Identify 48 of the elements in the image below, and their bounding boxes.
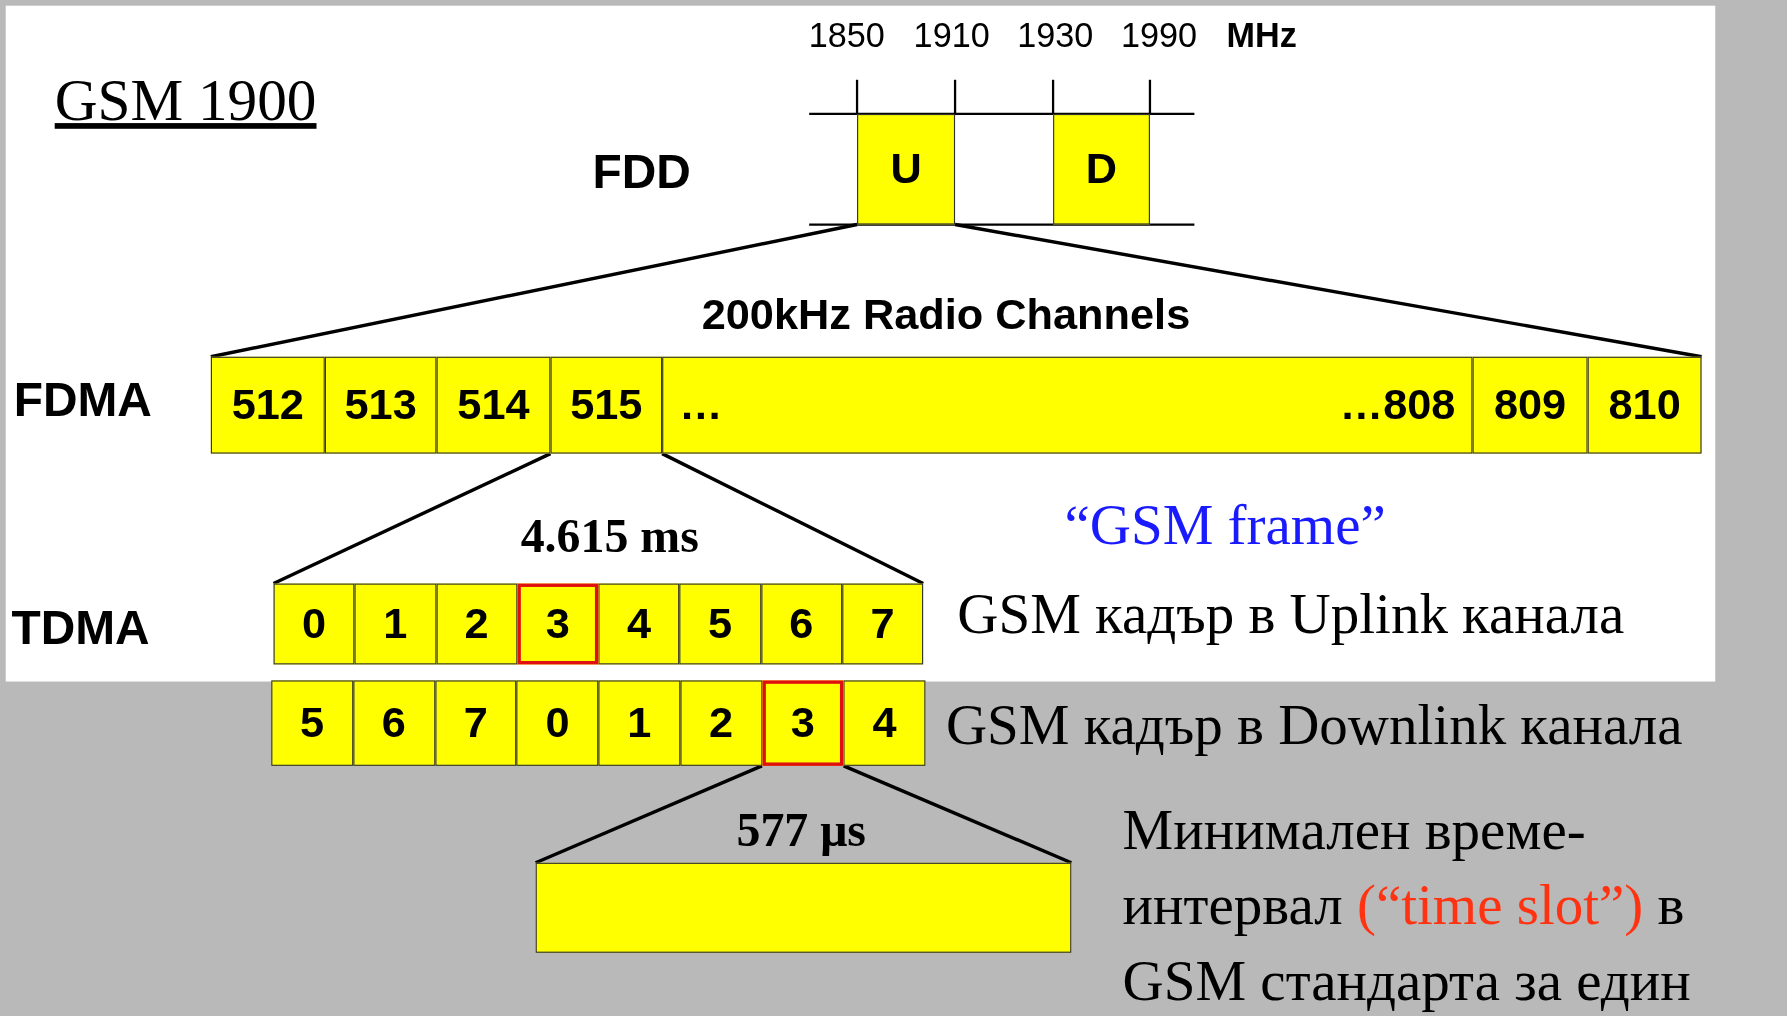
channel-cell: 513 [324,356,437,454]
channel-cell: 514 [436,356,551,454]
channel-cell: 515 [550,356,663,454]
channel-cell: 5 [679,583,761,665]
channel-cell: 4 [843,680,926,766]
channel-cell: 5 [271,680,353,766]
frequency-label: 1990 [1121,15,1198,54]
band-block: U [857,113,956,225]
highlighted-slot-cell: 3 [761,680,844,766]
channel-cell: 7 [434,680,517,766]
row-label: FDMA [13,373,152,427]
highlighted-slot-cell: 3 [517,583,599,665]
frequency-label: 1850 [808,15,885,54]
uplink-caption: GSM кадър в Uplink канала [957,582,1625,646]
channel-cell: 512 [210,356,325,454]
channel-cell: 809 [1472,356,1588,454]
zoom-line [535,764,763,865]
diagram-title: GSM 1900 [54,66,317,134]
channel-cell: 4 [598,583,680,665]
channel-cell: … …808 [662,356,1473,454]
unit-label: MHz [1226,15,1297,54]
frame-caption: “GSM frame” [1064,493,1386,557]
channel-cell: 1 [598,680,681,766]
channel-cell: 1 [354,583,436,665]
zoom-line [272,452,552,586]
duration-label: 577 μs [736,803,866,857]
channel-cell: 7 [841,583,924,665]
channel-cell: 2 [435,583,518,665]
zoom-line [843,764,1072,865]
channel-cell: 0 [273,583,355,665]
channel-caption: 200kHz Radio Channels [701,291,1191,340]
note-text: Минимален време-интервал (“time slot”) в GSM стандарта за един [1122,796,1692,1015]
time-slot-bar [535,862,1072,953]
channel-cell: 810 [1587,356,1702,454]
channel-cell: 6 [353,680,435,766]
channel-cell: 2 [680,680,762,766]
channel-cell: 0 [516,680,599,766]
zoom-line [210,222,858,359]
row-label: FDD [592,145,691,199]
row-label: TDMA [11,601,150,655]
downlink-caption: GSM кадър в Downlink канала [945,694,1683,757]
duration-label: 4.615 ms [520,509,699,563]
band-block: D [1053,113,1150,225]
zoom-line [954,222,1702,359]
zoom-line [661,452,924,586]
channel-cell: 6 [760,583,842,665]
frequency-label: 1930 [1017,15,1094,54]
frequency-label: 1910 [913,15,990,54]
